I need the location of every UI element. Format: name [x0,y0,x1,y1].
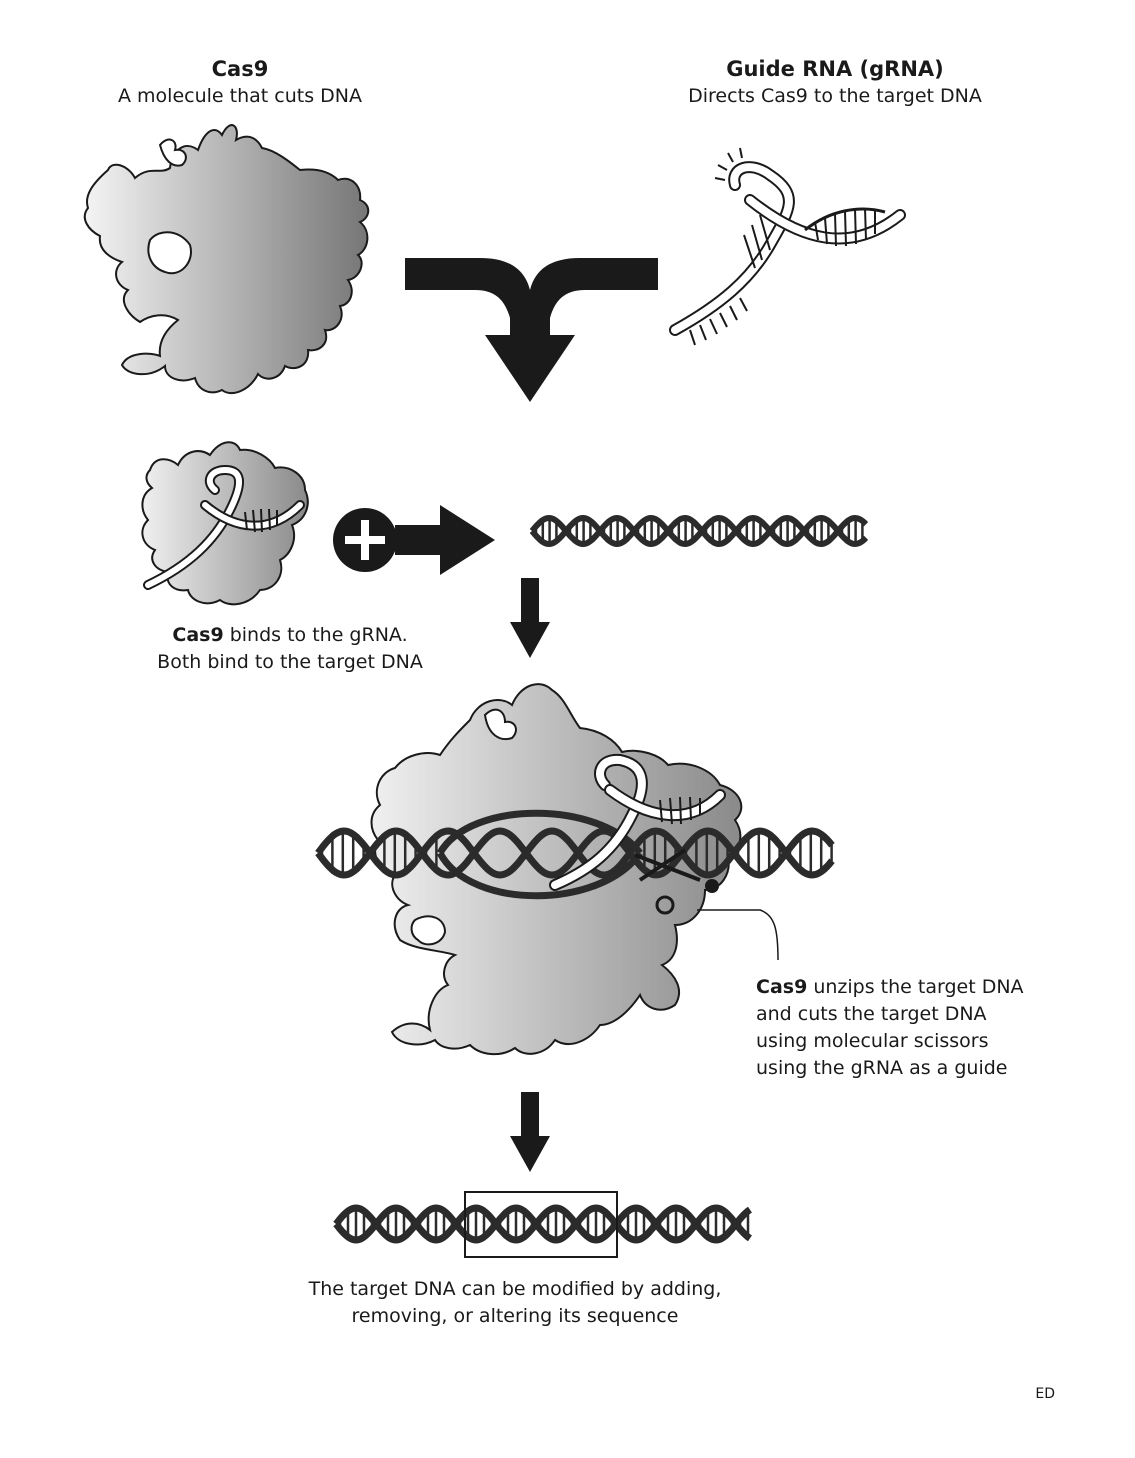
step4-caption: The target DNA can be modified by adding… [270,1276,760,1330]
grna-label: Guide RNA (gRNA) Directs Cas9 to the tar… [660,56,1010,110]
cas9-protein-icon [83,124,370,395]
step2-bold: Cas9 [172,624,224,646]
step4-line2: removing, or altering its sequence [351,1305,679,1327]
cas9-protein-large-icon [370,683,743,1056]
step2-caption: Cas9 binds to the gRNA. Both bind to the… [120,622,460,676]
cas9-label: Cas9 A molecule that cuts DNA [90,56,390,110]
guide-rna-icon [669,147,906,346]
merge-arrow-icon [405,258,658,402]
cas9-title: Cas9 [211,57,269,81]
down-arrow-icon [510,1092,550,1172]
scissors-icon [634,848,719,915]
guide-rna-bound-icon [549,753,726,891]
step4-line1: The target DNA can be modified by adding… [308,1278,722,1300]
step3-line4: using the gRNA as a guide [756,1057,1008,1079]
cas9-grna-complex-icon [141,441,309,606]
modified-region-box [464,1191,618,1258]
callout-line [697,909,779,961]
step3-line2: and cuts the target DNA [756,1003,987,1025]
down-arrow-icon [510,578,550,658]
modified-dna-icon [333,1204,752,1244]
footer-initials: ED [1035,1386,1055,1402]
grna-title: Guide RNA (gRNA) [726,57,944,81]
cas9-subtitle: A molecule that cuts DNA [118,85,362,107]
step3-line3: using molecular scissors [756,1030,989,1052]
step2-line1: binds to the gRNA. [223,624,408,646]
plus-arrow-icon [333,505,495,575]
step3-caption: Cas9 unzips the target DNA and cuts the … [756,974,1056,1082]
grna-subtitle: Directs Cas9 to the target DNA [688,85,982,107]
step3-bold: Cas9 [756,976,808,998]
step3-line1: unzips the target DNA [807,976,1024,998]
target-dna-icon [529,514,869,548]
step2-line2: Both bind to the target DNA [157,651,423,673]
